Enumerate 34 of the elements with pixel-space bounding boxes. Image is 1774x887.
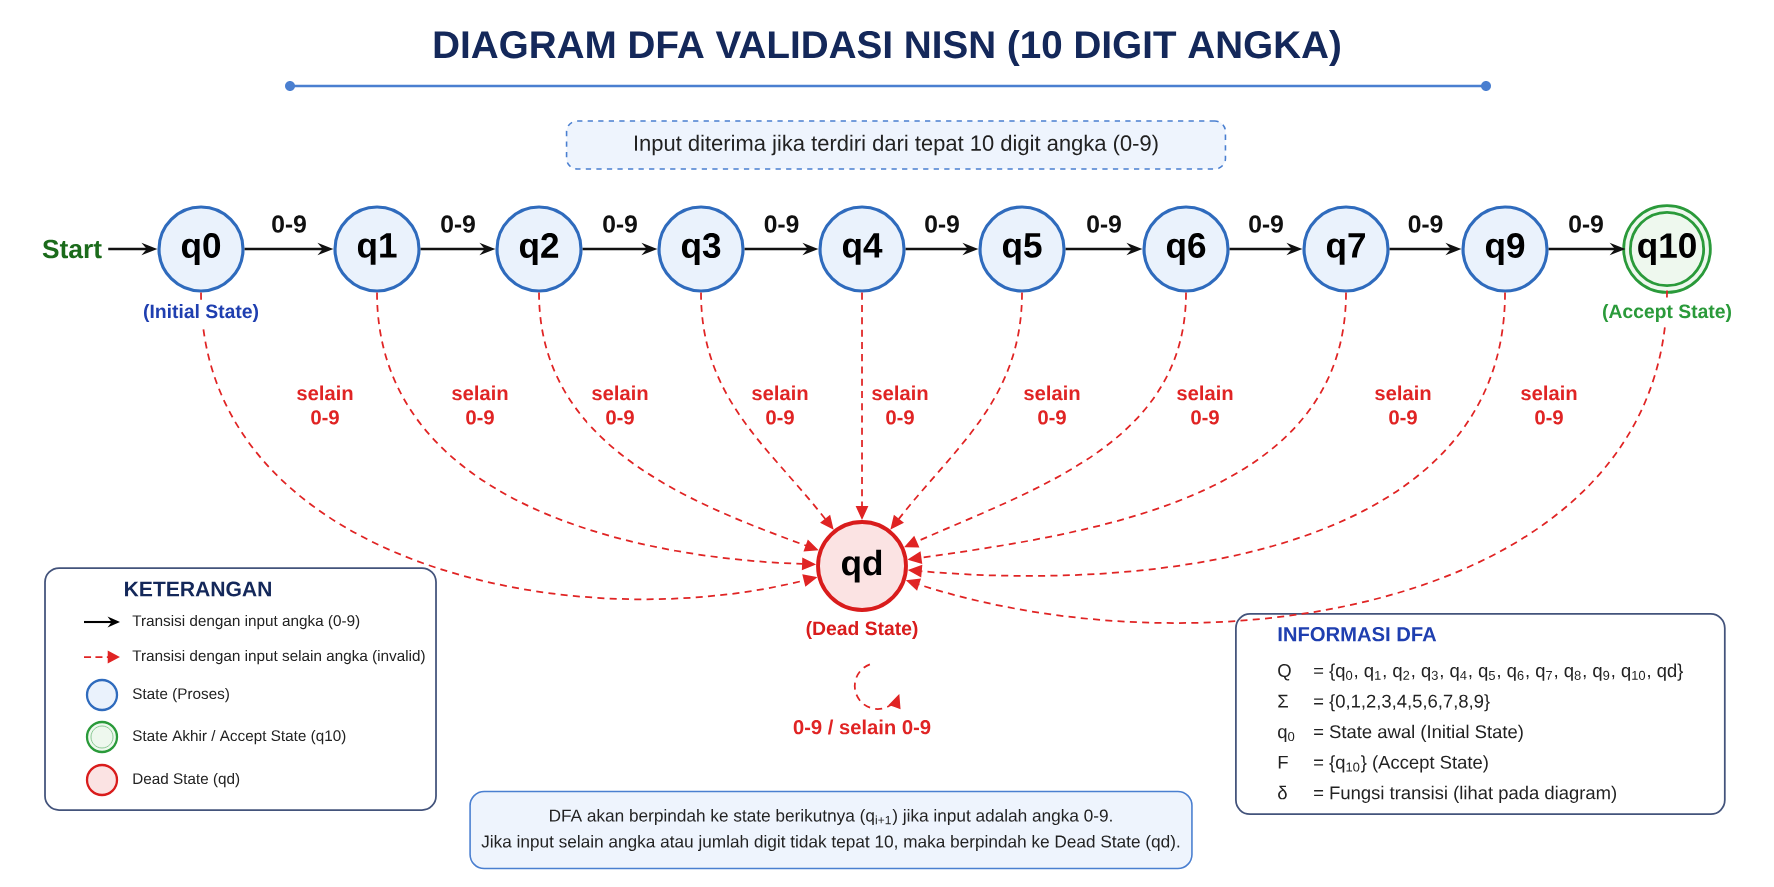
edge-label: 0-9 xyxy=(269,213,309,235)
note-box: DFA akan berpindah ke state berikutnya (q$_{i+1}$) jika input adalah angka 0-9. Jika input selain angka atau jumlah digit tidak tepat 10, maka berpindah ke Dead State (qd). xyxy=(469,790,1193,870)
legend-text: Dead State (qd) xyxy=(133,772,240,788)
title: DIAGRAM DFA VALIDASI NISN (10 DIGIT ANGKA) xyxy=(434,30,1340,66)
edge-label: selain 0-9 xyxy=(1172,383,1238,427)
edge-label: selain 0-9 xyxy=(1370,383,1436,427)
edge-label: 0-9 xyxy=(438,213,478,235)
state-caption: (Accept State) xyxy=(1598,300,1736,326)
state-caption: (Dead State) xyxy=(802,617,922,643)
edge-label: 0-9 xyxy=(1566,213,1606,235)
state-caption: (Initial State) xyxy=(139,300,263,326)
legend-text: Transisi dengan input angka (0-9) xyxy=(132,614,360,630)
edge-label: 0-9 xyxy=(922,213,962,235)
self-loop-arrow xyxy=(853,663,901,710)
edge-label: 0-9 xyxy=(1084,213,1124,235)
info-box: INFORMASI DFA Q = {q$_{0}$, q$_{1}$, q$_{2}$, q$_{3}$, q$_{4}$, q$_{5}$, q$_{6}$, q$_{7}$, q$_{8}$, q$_{9}$, q$_{10}$, qd} Σ = {0,1,2,3,4,5,6,7,8,9} q$_{0}$ = State awal (Initial State) F = {q$_{10}$} (Accept State) δ = Fungsi transisi (lihat pada diagram) xyxy=(1235,613,1726,816)
edge-label: 0-9 xyxy=(762,213,802,235)
edge-label: selain 0-9 xyxy=(292,383,358,427)
edge-label: selain 0-9 xyxy=(867,383,933,427)
edge-label: selain 0-9 xyxy=(747,383,813,427)
edge-label: 0-9 xyxy=(600,213,640,235)
edge-label: selain 0-9 xyxy=(1019,383,1085,427)
edge-label: selain 0-9 xyxy=(1516,383,1582,427)
edge-label: selain 0-9 xyxy=(447,383,513,427)
edge-label: 0-9 / selain 0-9 xyxy=(791,717,933,737)
legend-heading: KETERANGAN xyxy=(125,581,271,597)
edge-label: selain 0-9 xyxy=(587,383,653,427)
note-box: Input diterima jika terdiri dari tepat 10 digit angka (0-9) xyxy=(565,120,1227,170)
legend-text: State (Proses) xyxy=(132,687,229,703)
legend-text: State Akhir / Accept State (q10) xyxy=(132,729,346,745)
start-label: Start xyxy=(42,239,102,259)
edge-label: 0-9 xyxy=(1406,213,1446,235)
legend-text: Transisi dengan input selain angka (invalid) xyxy=(132,649,425,665)
edge-label: 0-9 xyxy=(1246,213,1286,235)
